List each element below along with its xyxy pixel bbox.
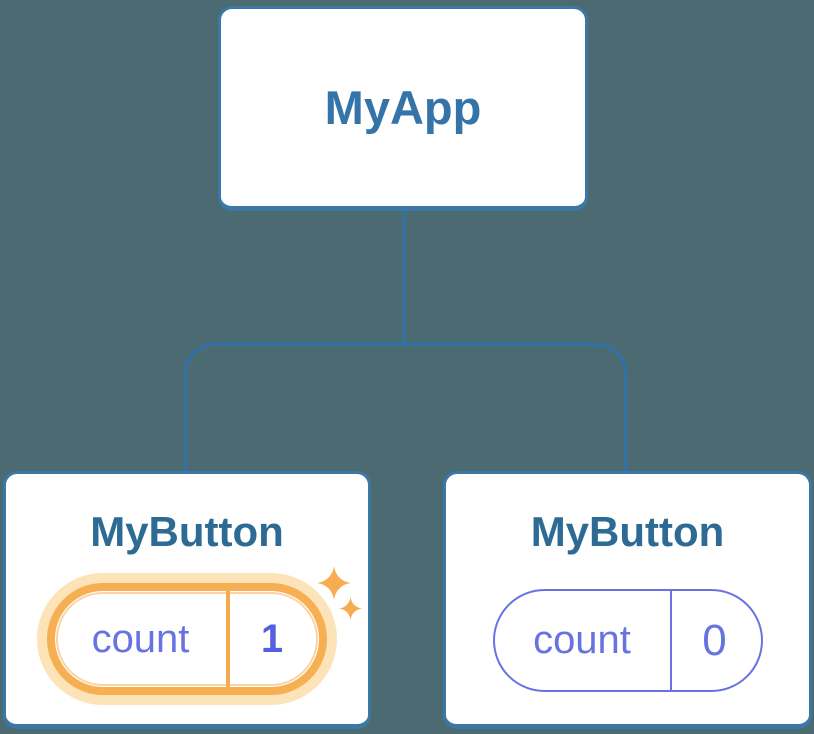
- state-key-label: count: [533, 618, 631, 663]
- sparkle-icon: [317, 566, 351, 601]
- sparkle-icon: [339, 597, 362, 621]
- state-pill: count 0: [492, 589, 763, 693]
- state-divider: [669, 591, 672, 691]
- child-node-label: MyButton: [90, 508, 284, 555]
- child-node-label: MyButton: [530, 508, 725, 555]
- state-badge-highlighted: count 1: [47, 566, 362, 696]
- component-node-mybutton-active: MyButton count 1: [3, 471, 371, 729]
- state-value: 0: [702, 615, 727, 665]
- state-key-label: count: [91, 616, 190, 661]
- connector-stem: [403, 209, 406, 346]
- component-node-mybutton-idle: MyButton count 0: [443, 471, 812, 729]
- connector-branch: [184, 343, 627, 471]
- component-node-myapp: MyApp: [218, 6, 588, 211]
- state-divider: [226, 591, 230, 688]
- state-value: 1: [260, 616, 284, 661]
- state-pill: count 1: [47, 583, 327, 696]
- root-node-label: MyApp: [324, 81, 482, 134]
- state-badge: count 0: [492, 589, 763, 693]
